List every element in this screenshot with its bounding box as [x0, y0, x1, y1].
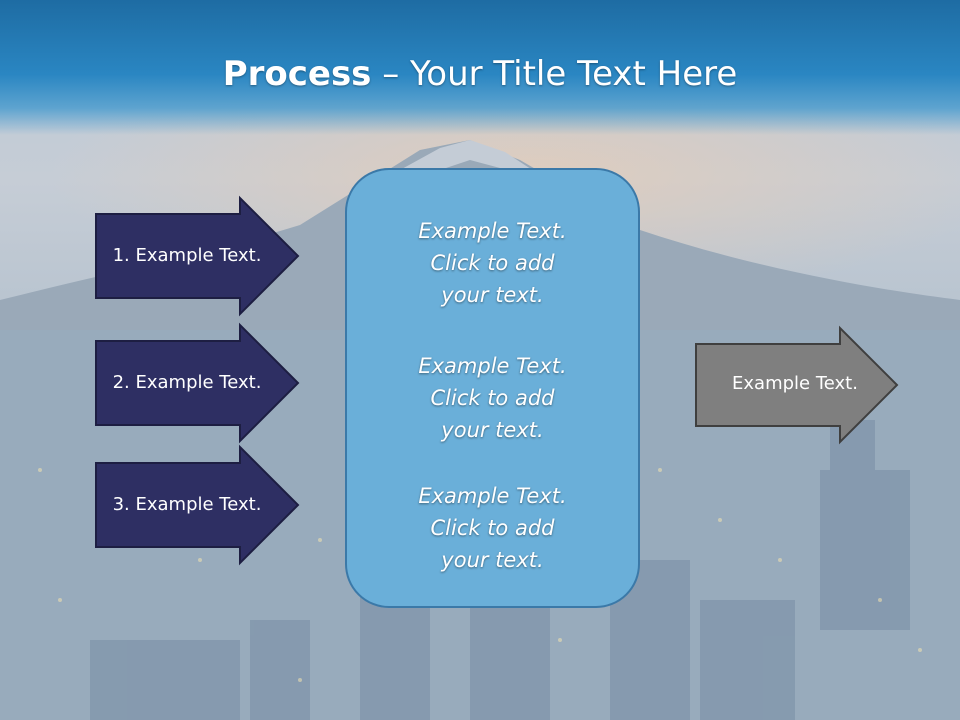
output-arrow-label: Example Text.: [732, 373, 858, 394]
input-arrow-1[interactable]: [95, 195, 300, 317]
input-arrow-1-label: 1. Example Text.: [112, 245, 262, 266]
title-bold: Process: [222, 54, 372, 94]
title-bar: [0, 0, 960, 135]
input-arrow-3-label: 3. Example Text.: [112, 494, 262, 515]
input-arrow-3[interactable]: [95, 444, 300, 566]
input-arrow-2-label: 2. Example Text.: [112, 372, 262, 393]
center-paragraph-3: Example Text. Click to add your text.: [418, 484, 567, 572]
center-process-box[interactable]: Example Text. Click to add your text. Ex…: [345, 168, 640, 608]
title-rest: – Your Title Text Here: [371, 54, 738, 94]
output-arrow[interactable]: [695, 325, 899, 445]
slide-title[interactable]: Process – Your Title Text Here: [0, 52, 960, 96]
center-paragraph-2: Example Text. Click to add your text.: [418, 354, 567, 442]
center-paragraph-1: Example Text. Click to add your text.: [418, 219, 567, 307]
mountain-snow: [400, 140, 540, 175]
city-buildings: [90, 420, 910, 720]
input-arrow-2[interactable]: [95, 322, 300, 444]
